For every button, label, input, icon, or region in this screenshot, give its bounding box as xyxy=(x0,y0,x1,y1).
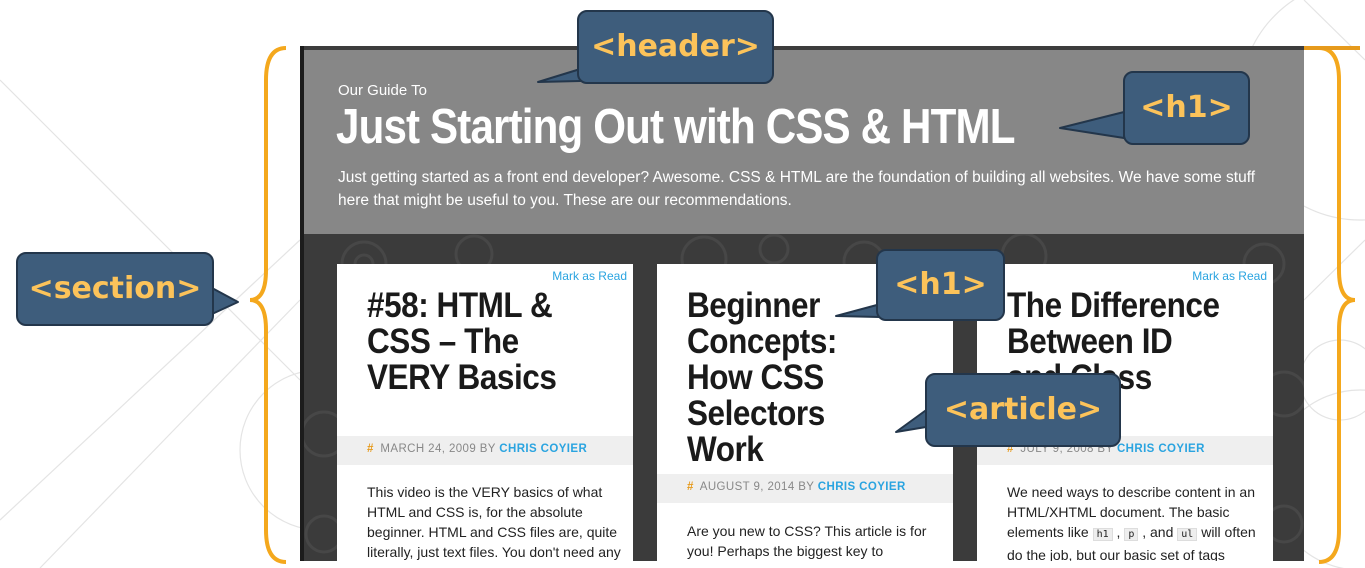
excerpt-text: will often do the job, but our basic set… xyxy=(1007,524,1256,561)
article-title[interactable]: #58: HTML & CSS – The VERY Basics xyxy=(367,286,557,397)
callout-article: <article> xyxy=(925,373,1121,447)
article-excerpt: We need ways to describe content in an H… xyxy=(1007,482,1263,561)
article-card-1: Mark as Read #58: HTML & CSS – The VERY … xyxy=(337,264,633,561)
author-link[interactable]: CHRIS COYIER xyxy=(499,443,588,455)
article-meta: # MARCH 24, 2009 BY CHRIS COYIER xyxy=(337,436,633,465)
article-meta: # AUGUST 9, 2014 BY CHRIS COYIER xyxy=(657,474,953,503)
article-card-3: Mark as Read The Difference Between ID a… xyxy=(977,264,1273,561)
author-link[interactable]: CHRIS COYIER xyxy=(817,481,906,493)
mark-as-read-link[interactable]: Mark as Read xyxy=(552,269,627,283)
page-title: Just Starting Out with CSS & HTML xyxy=(336,100,1015,154)
header-intro: Just getting started as a front end deve… xyxy=(338,169,1256,209)
code-ul: ul xyxy=(1177,528,1198,541)
article-date: MARCH 24, 2009 BY xyxy=(380,443,496,455)
article-date: AUGUST 9, 2014 BY xyxy=(699,481,815,493)
article-excerpt: Are you new to CSS? This article is for … xyxy=(687,523,927,559)
excerpt-text: We need ways to describe content in an H… xyxy=(1007,484,1256,540)
callout-section: <section> xyxy=(16,252,214,326)
code-p: p xyxy=(1124,528,1139,541)
section-brace-left xyxy=(249,46,287,564)
callout-h1-main: <h1> xyxy=(1123,71,1250,145)
callout-header: <header> xyxy=(577,10,774,84)
callout-h1-card: <h1> xyxy=(876,249,1005,321)
article-excerpt: This video is the VERY basics of what HT… xyxy=(367,484,621,560)
header-eyebrow: Our Guide To xyxy=(338,82,427,99)
code-h1: h1 xyxy=(1092,528,1113,541)
excerpt-text: , xyxy=(1112,524,1125,540)
hash-link[interactable]: # xyxy=(687,481,694,493)
hash-link[interactable]: # xyxy=(367,443,374,455)
section-brace-right xyxy=(1318,46,1356,564)
mark-as-read-link[interactable]: Mark as Read xyxy=(1192,269,1267,283)
excerpt-text: , and xyxy=(1138,524,1178,540)
author-link[interactable]: CHRIS COYIER xyxy=(1116,443,1205,455)
article-title[interactable]: Beginner Concepts: How CSS Selectors Wor… xyxy=(687,286,837,469)
hash-link[interactable]: # xyxy=(1007,443,1014,455)
